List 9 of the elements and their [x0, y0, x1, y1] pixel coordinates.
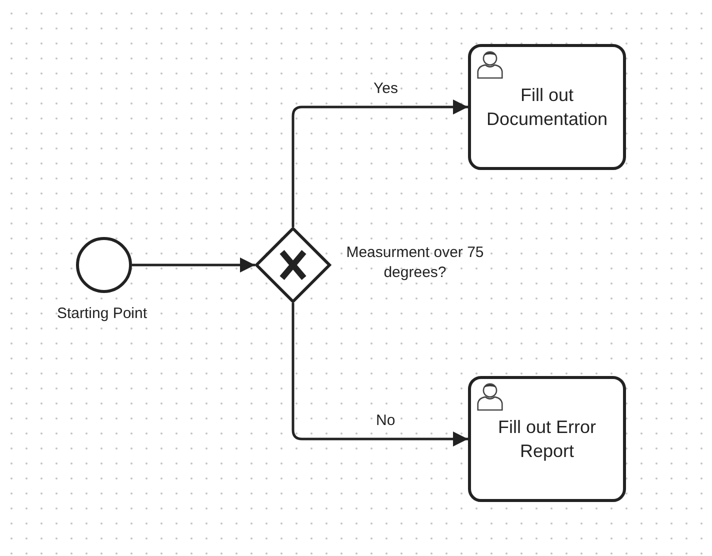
- gateway-question: Measurment over 75 degrees?: [345, 243, 485, 283]
- task-box: [468, 376, 626, 502]
- task-label: Fill out Documentation: [485, 84, 609, 131]
- task-label: Fill out Error Report: [496, 416, 597, 463]
- sequence-flow-arrow: [292, 100, 468, 227]
- event-caption: Starting Point: [56, 304, 148, 324]
- sequence-flow-arrow: [292, 303, 468, 446]
- sequence-flow-arrow: [132, 258, 255, 272]
- task-box: [468, 44, 626, 170]
